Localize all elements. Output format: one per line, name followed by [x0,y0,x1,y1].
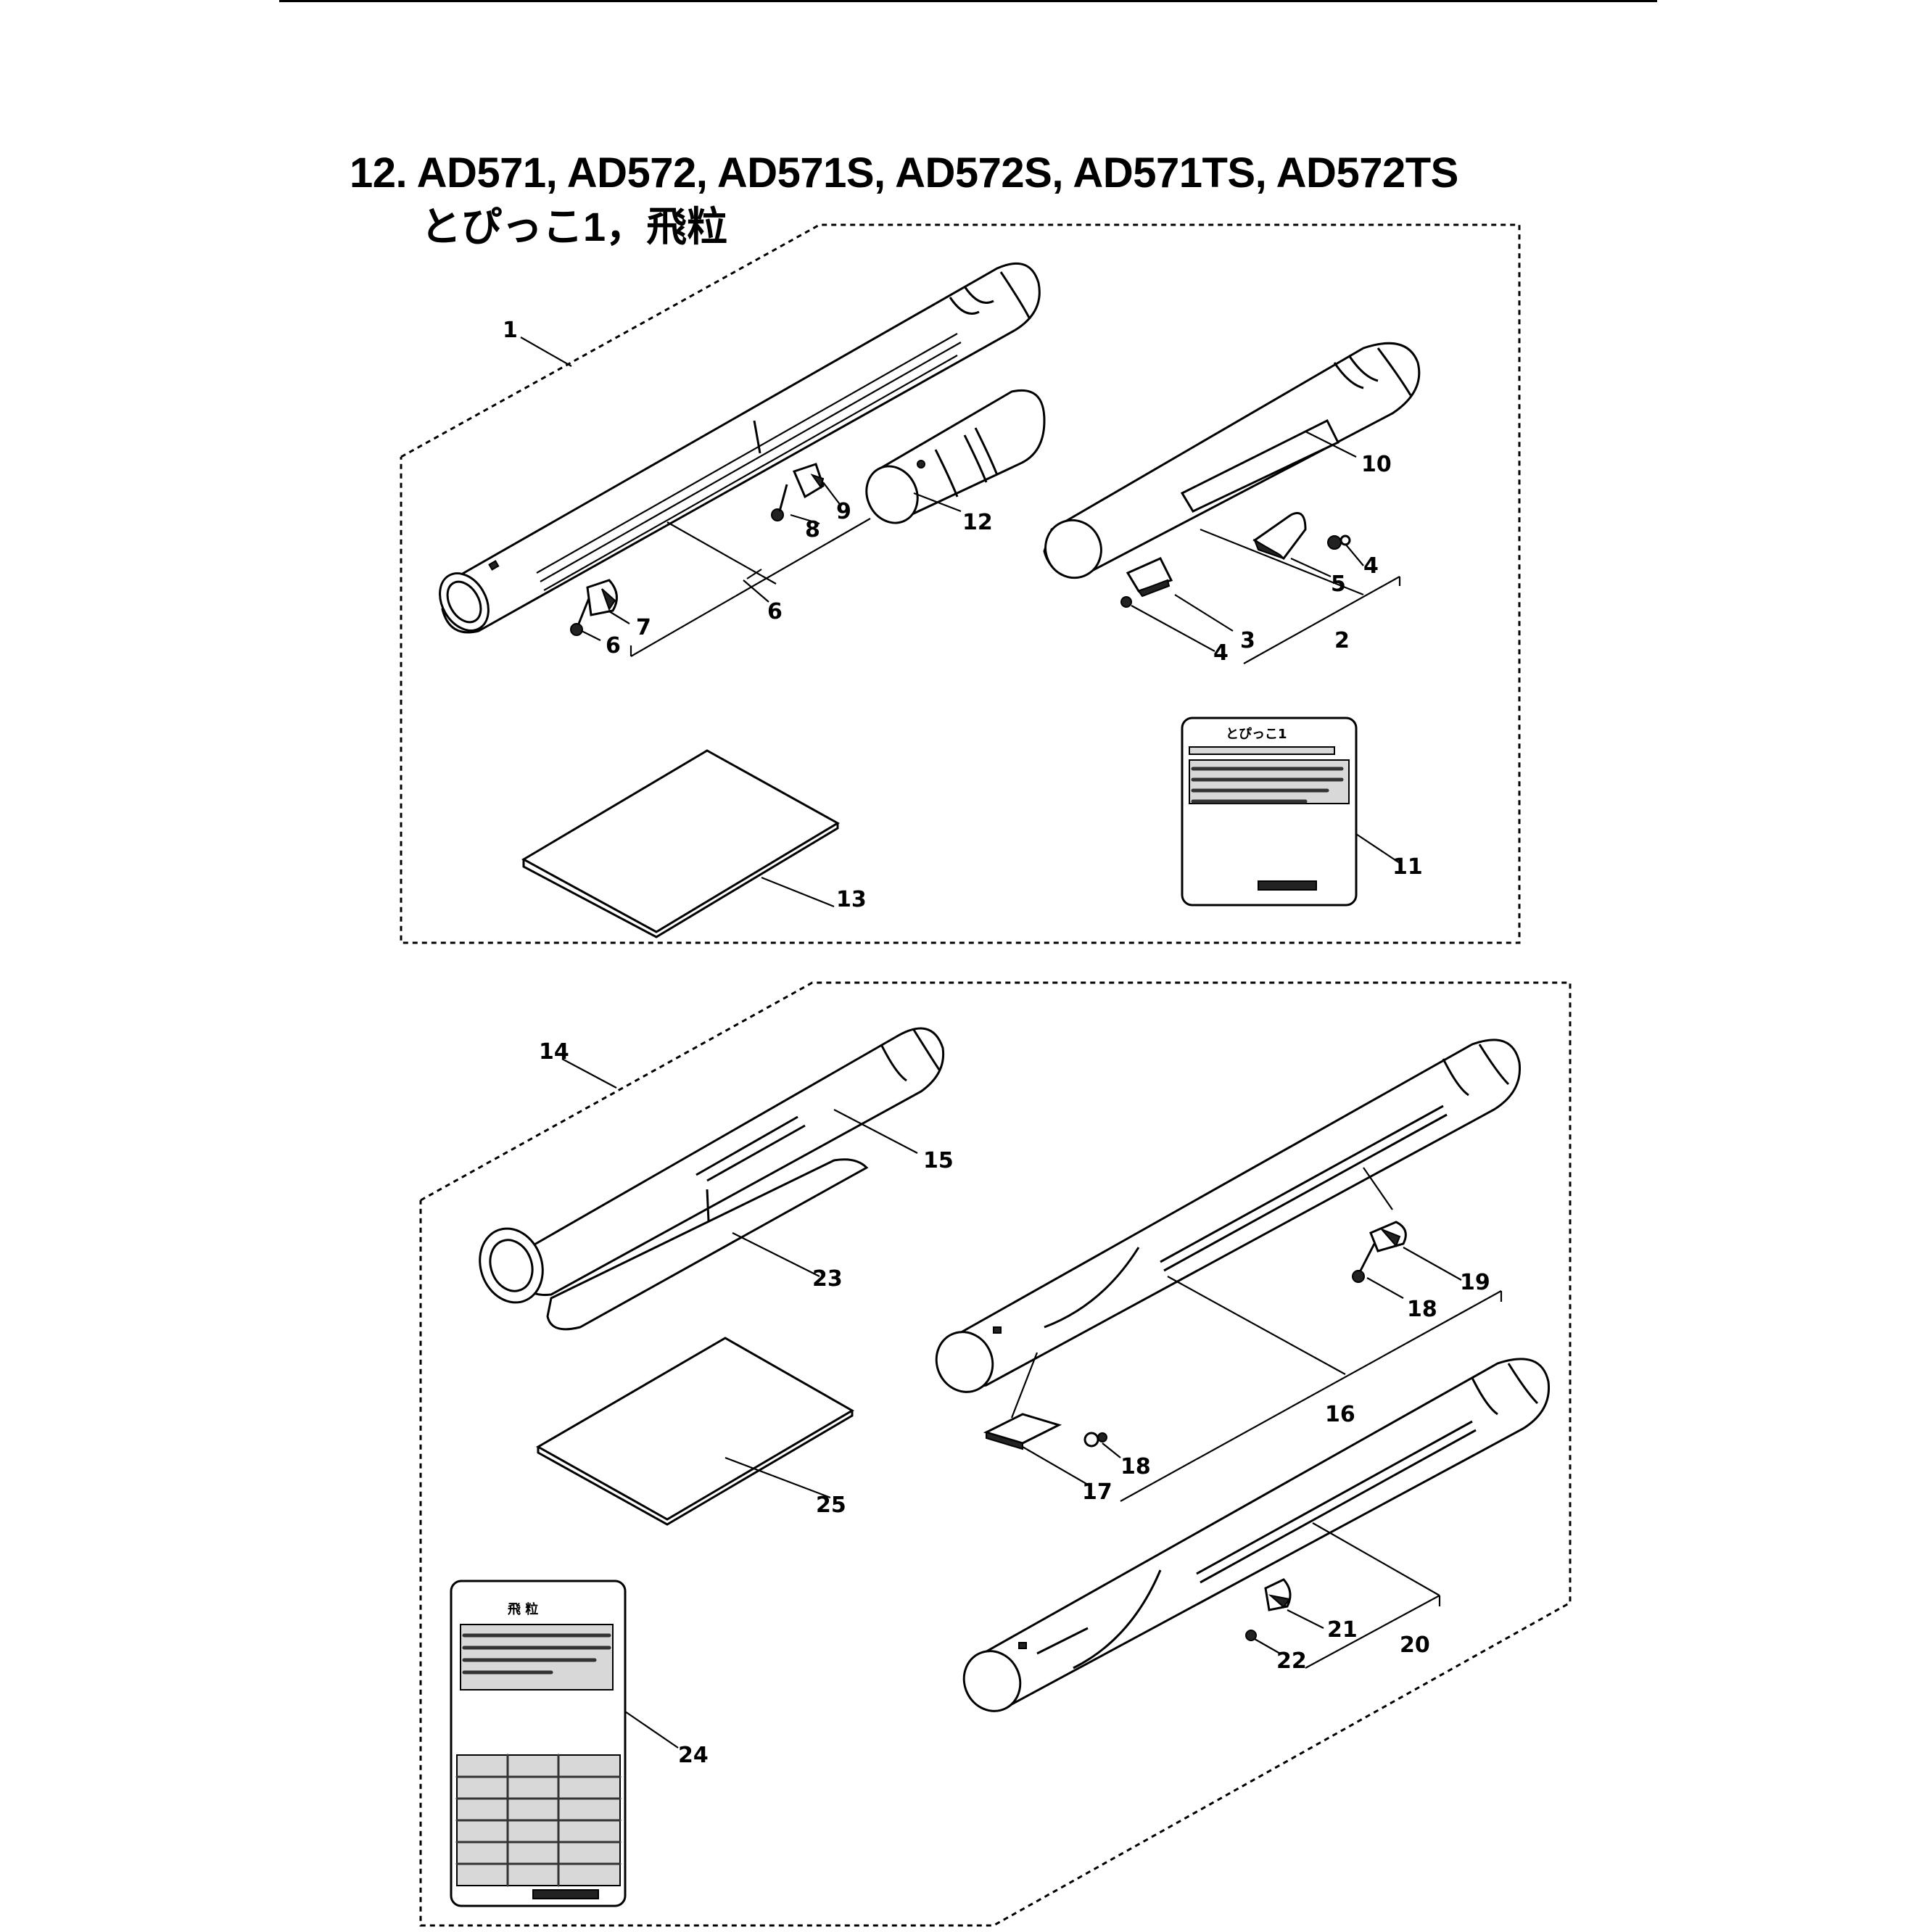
page-subtitle: とぴっこ1，飛粒 [421,204,728,249]
callout-7: 7 [636,615,651,640]
pipe-part-16 [935,1039,1522,1393]
callout-16: 16 [1325,1402,1355,1427]
callout-17: 17 [1082,1479,1112,1505]
callout-5: 5 [1331,571,1346,597]
callout-18a: 18 [1407,1297,1437,1322]
label-plate-part-24: 飛 粒 [450,1580,627,1907]
pipe-part-15 [479,1027,945,1304]
clamp-part-21 [1245,1578,1292,1641]
page-title: 12. AD571, AD572, AD571S, AD572S, AD571T… [350,149,1458,197]
label-11-text: とぴっこ1 [1226,727,1287,742]
callout-12: 12 [962,510,993,535]
callout-9: 9 [836,499,851,524]
callout-8: 8 [805,517,820,542]
clamp-part-19 [1352,1221,1407,1283]
callout-20: 20 [1400,1632,1430,1658]
label-24-text: 飛 粒 [508,1601,538,1617]
callout-3: 3 [1240,628,1255,653]
callout-25: 25 [816,1493,846,1518]
callout-19: 19 [1460,1270,1490,1295]
callout-1: 1 [503,318,518,343]
clamp-part-7 [570,579,618,636]
callout-4a: 4 [1363,553,1379,579]
callout-numbers: 1 2 3 4 4 5 6 6 7 8 9 10 11 12 13 14 15 … [503,318,1490,1768]
callout-10: 10 [1361,452,1392,477]
clamp-part-3 [1120,557,1173,608]
callout-23: 23 [812,1266,843,1292]
coupler-part-12 [865,389,1046,524]
upper-group-boundary [400,223,1521,944]
pipe-part-1 [439,262,1041,634]
guard-part-23 [546,1158,869,1331]
callout-2: 2 [1334,628,1350,653]
callout-24: 24 [678,1743,709,1768]
sheet-part-13 [521,749,840,933]
callout-14: 14 [539,1039,569,1065]
callout-22: 22 [1276,1648,1307,1674]
clamp-part-17 [983,1413,1107,1450]
lower-group-boundary [419,981,1572,1927]
clamp-part-9 [771,463,825,521]
pipe-part-20 [962,1358,1551,1712]
clamp-part-5 [1252,512,1351,561]
callout-13: 13 [836,887,867,912]
callout-6b: 6 [606,633,621,659]
callout-15: 15 [923,1148,954,1173]
label-plate-part-11: とぴっこ1 [1181,717,1358,907]
callout-18b: 18 [1120,1454,1151,1479]
top-rule [279,0,1657,2]
callout-11: 11 [1392,854,1423,880]
sheet-part-25 [535,1337,854,1521]
pipe-part-10 [1043,342,1421,579]
callout-6a: 6 [767,599,783,624]
callout-4b: 4 [1213,640,1229,666]
callout-21: 21 [1327,1617,1358,1643]
leader-lines [520,337,1503,1749]
